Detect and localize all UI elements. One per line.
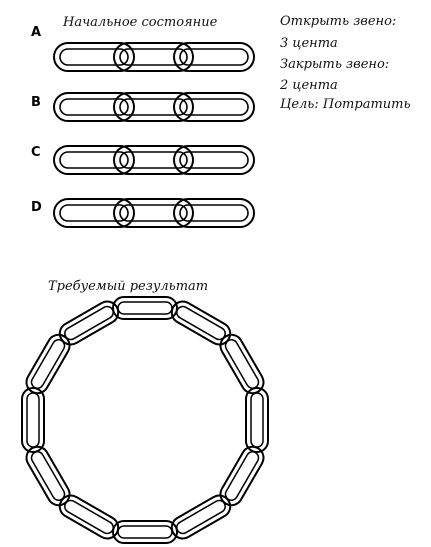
chain-c — [53, 145, 255, 175]
chain-b — [53, 92, 255, 122]
chain-c-link — [173, 145, 255, 175]
ring-link — [58, 494, 120, 540]
ring-link — [58, 300, 120, 346]
ring-link — [170, 300, 232, 346]
chain-label-b: B — [31, 95, 41, 110]
chain-b-link — [113, 92, 194, 122]
chain-label-a: A — [31, 25, 41, 40]
chain-c-link — [113, 145, 194, 175]
chain-a-link — [173, 42, 255, 72]
close-link-cost: 2 цента — [279, 78, 338, 93]
initial-state-title: Начальное состояние — [62, 15, 218, 30]
ring-link — [170, 494, 232, 540]
open-link-label: Открыть звено: — [280, 14, 396, 29]
goal-text: Цель: Потратить — [280, 97, 411, 112]
chain-b-link — [173, 92, 255, 122]
open-link-cost: 3 цента — [280, 36, 338, 51]
chain-label-d: D — [31, 200, 42, 215]
ring-link — [112, 296, 178, 320]
result-title: Требуемый результат — [48, 279, 208, 294]
chain-ring — [21, 296, 269, 544]
chain-label-c: C — [31, 145, 41, 160]
chain-c-link — [53, 145, 135, 175]
ring-link — [245, 387, 269, 453]
chain-b-link — [53, 92, 135, 122]
chain-d — [53, 198, 255, 228]
close-link-label: Закрыть звено: — [280, 57, 389, 72]
ring-link — [219, 445, 265, 507]
chain-a — [53, 42, 255, 72]
ring-link — [25, 445, 71, 507]
chain-d-link — [113, 198, 194, 228]
chain-a-link — [113, 42, 194, 72]
ring-link — [21, 387, 45, 453]
ring-link — [112, 520, 178, 544]
ring-link — [25, 333, 71, 395]
ring-link — [219, 333, 265, 395]
chain-a-link — [53, 42, 135, 72]
chain-d-link — [173, 198, 255, 228]
chain-d-link — [53, 198, 135, 228]
